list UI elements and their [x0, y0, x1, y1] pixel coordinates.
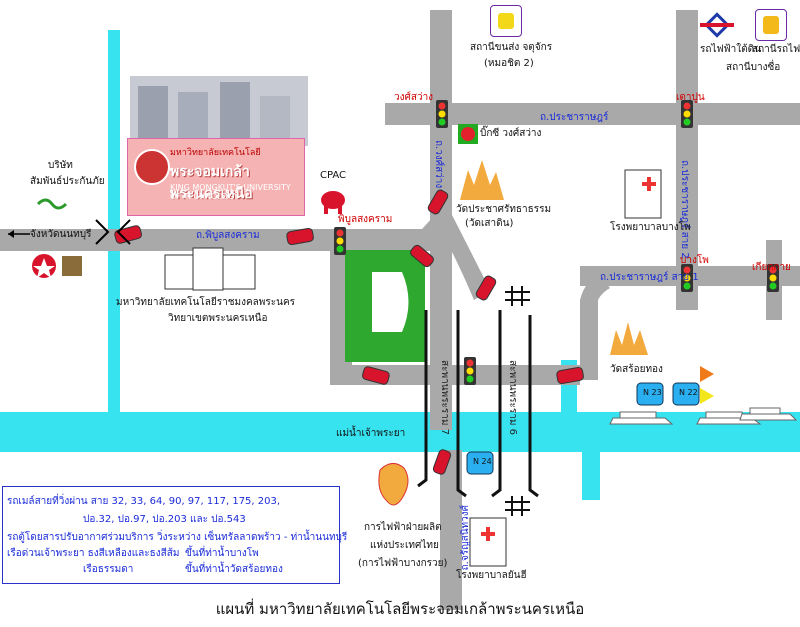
label-hospital-yanhee: โรงพยาบาลยันฮี: [456, 570, 527, 581]
road-pracharat-sai1: ถ.ประชาราษฎร์ สาย 1: [600, 272, 699, 283]
label-cpac: CPAC: [320, 170, 347, 181]
park-block: [345, 250, 425, 362]
uni-sign-line-1: มหาวิทยาลัยเทคโนโลยี: [170, 148, 261, 158]
flag-icon: [700, 366, 714, 404]
label-insurance-2: สัมพันธ์ประกันภัย: [30, 176, 105, 187]
transport-info-box: รถเมล์สายที่วิ่งผ่าน สาย 32, 33, 64, 90,…: [2, 486, 347, 584]
info-bus-2: ปอ.32, ปอ.97, ปอ.203 และ ปอ.543: [83, 514, 246, 525]
university-seal-icon: [134, 149, 170, 185]
label-river: แม่น้ำเจ้าพระยา: [336, 428, 406, 439]
campus-building-icon: [164, 247, 256, 291]
label-chatuchak-1: สถานีขนส่ง จตุจักร: [470, 42, 553, 53]
intersection-crossing-icon: [95, 219, 131, 245]
label-egat-1: การไฟฟ้าฝ่ายผลิต: [364, 522, 442, 533]
label-bangsue: สถานีบางซื่อ: [726, 62, 781, 73]
info-boat-b2: ขึ้นที่ท่าน้ำวัดสร้อยทอง: [185, 564, 283, 575]
road-pibulsongkram: ถ.พิบูลสงคราม: [196, 230, 260, 241]
west-arrow-icon: [8, 230, 30, 238]
egat-logo-icon: [378, 463, 409, 506]
pier-n24-label: N 24: [473, 457, 492, 466]
info-boat-a1: เรือด่วนเจ้าพระยา ธงสีเหลืองและธงสีส้ม: [7, 548, 180, 559]
label-nonthaburi: จังหวัดนนทบุรี: [30, 229, 92, 240]
uni-sign-line-2: พระจอมเกล้าพระนครเหนือ: [170, 164, 253, 202]
traffic-light-icon: [334, 100, 779, 385]
label-bts-station: สถานีรถไฟฟ้า: [752, 44, 800, 55]
bridge-rails: [417, 310, 539, 498]
nonthaburi-logo-icon: [32, 254, 82, 278]
bus-sign-icon: [490, 5, 522, 37]
label-rmutp-1: มหาวิทยาลัยเทคโนโลยีราชมงคลพระนคร: [116, 297, 296, 308]
label-insurance-1: บริษัท: [48, 160, 73, 171]
ferry-icon: [609, 407, 798, 425]
road-bridge-6: สะพานพระราม 6: [507, 360, 518, 435]
junction-pibulsongkram: พิบูลสงคราม: [338, 214, 393, 225]
university-sign: มหาวิทยาลัยเทคโนโลยี พระจอมเกล้าพระนครเห…: [127, 138, 305, 216]
label-egat-3: (การไฟฟ้าบางกรวย): [358, 558, 448, 569]
pier-sign-icon: [466, 382, 700, 475]
insurance-logo-icon: [36, 198, 68, 210]
road-pracharat-sai2: ถ.ประชาราษฎร์ สาย 2: [679, 160, 690, 259]
info-boat-b1: ขึ้นที่ท่าน้ำบางโพ: [185, 548, 259, 559]
label-hospital-bangpho: โรงพยาบาลบางโพ: [610, 222, 691, 233]
label-mrt-line: รถไฟฟ้าใต้ดิน: [700, 44, 761, 55]
university-buildings-photo: [130, 76, 308, 146]
road-charan: ถ.จรัญสนิทวงศ์: [460, 505, 471, 571]
info-boat-a2: เรือธรรมดา: [83, 564, 134, 575]
label-wat-saodin-2: (วัดเสาดิน): [465, 218, 514, 229]
mrt-logo-icon: [700, 12, 734, 38]
label-rmutp-2: วิทยาเขตพระนครเหนือ: [168, 313, 268, 324]
label-bigc: บิ๊กซี วงศ์สว่าง: [480, 128, 542, 139]
pier-n23-label: N 23: [643, 388, 662, 397]
temple-icon: [460, 160, 648, 355]
rail-crossing-icon: [505, 286, 530, 516]
junction-taopoon: เตาปูน: [676, 92, 705, 103]
junction-kiakkai: เกียกกาย: [752, 262, 791, 273]
uni-sign-line-3: KING MONGKUT'S UNIVERSITY OF TECHNOLOGY: [170, 183, 291, 201]
junction-wongsawang: วงศ์สว่าง: [394, 92, 434, 103]
label-wat-soithong: วัดสร้อยทอง: [610, 364, 663, 375]
info-bus-1: รถเมล์สายที่วิ่งผ่าน สาย 32, 33, 64, 90,…: [7, 496, 281, 507]
label-chatuchak-2: (หมอชิต 2): [484, 58, 534, 69]
label-wat-saodin-1: วัดประชาศรัทธาธรรม: [456, 204, 552, 215]
road-wongsawang: ถ.วงศ์สว่าง: [433, 140, 444, 189]
cpac-elephant-icon: [321, 191, 345, 214]
label-egat-2: แห่งประเทศไทย: [370, 540, 439, 551]
train-sign-icon: [755, 9, 787, 41]
car-icon: [114, 189, 584, 475]
info-van: รถตู้โดยสารปรับอากาศร่วมบริการ วิ่งระหว่…: [7, 532, 348, 543]
road-bridge-7: สะพานพระราม 7: [439, 360, 450, 435]
road-pracharat-top: ถ.ประชาราษฎร์: [540, 112, 609, 123]
map-caption: แผนที่ มหาวิทยาลัยเทคโนโลยีพระจอมเกล้าพร…: [215, 600, 585, 618]
bigc-logo-icon: [458, 124, 478, 144]
junction-bangpho: บางโพ: [680, 255, 709, 266]
hospital-building-icon: [469, 169, 662, 567]
pier-n22-label: N 22: [679, 388, 698, 397]
